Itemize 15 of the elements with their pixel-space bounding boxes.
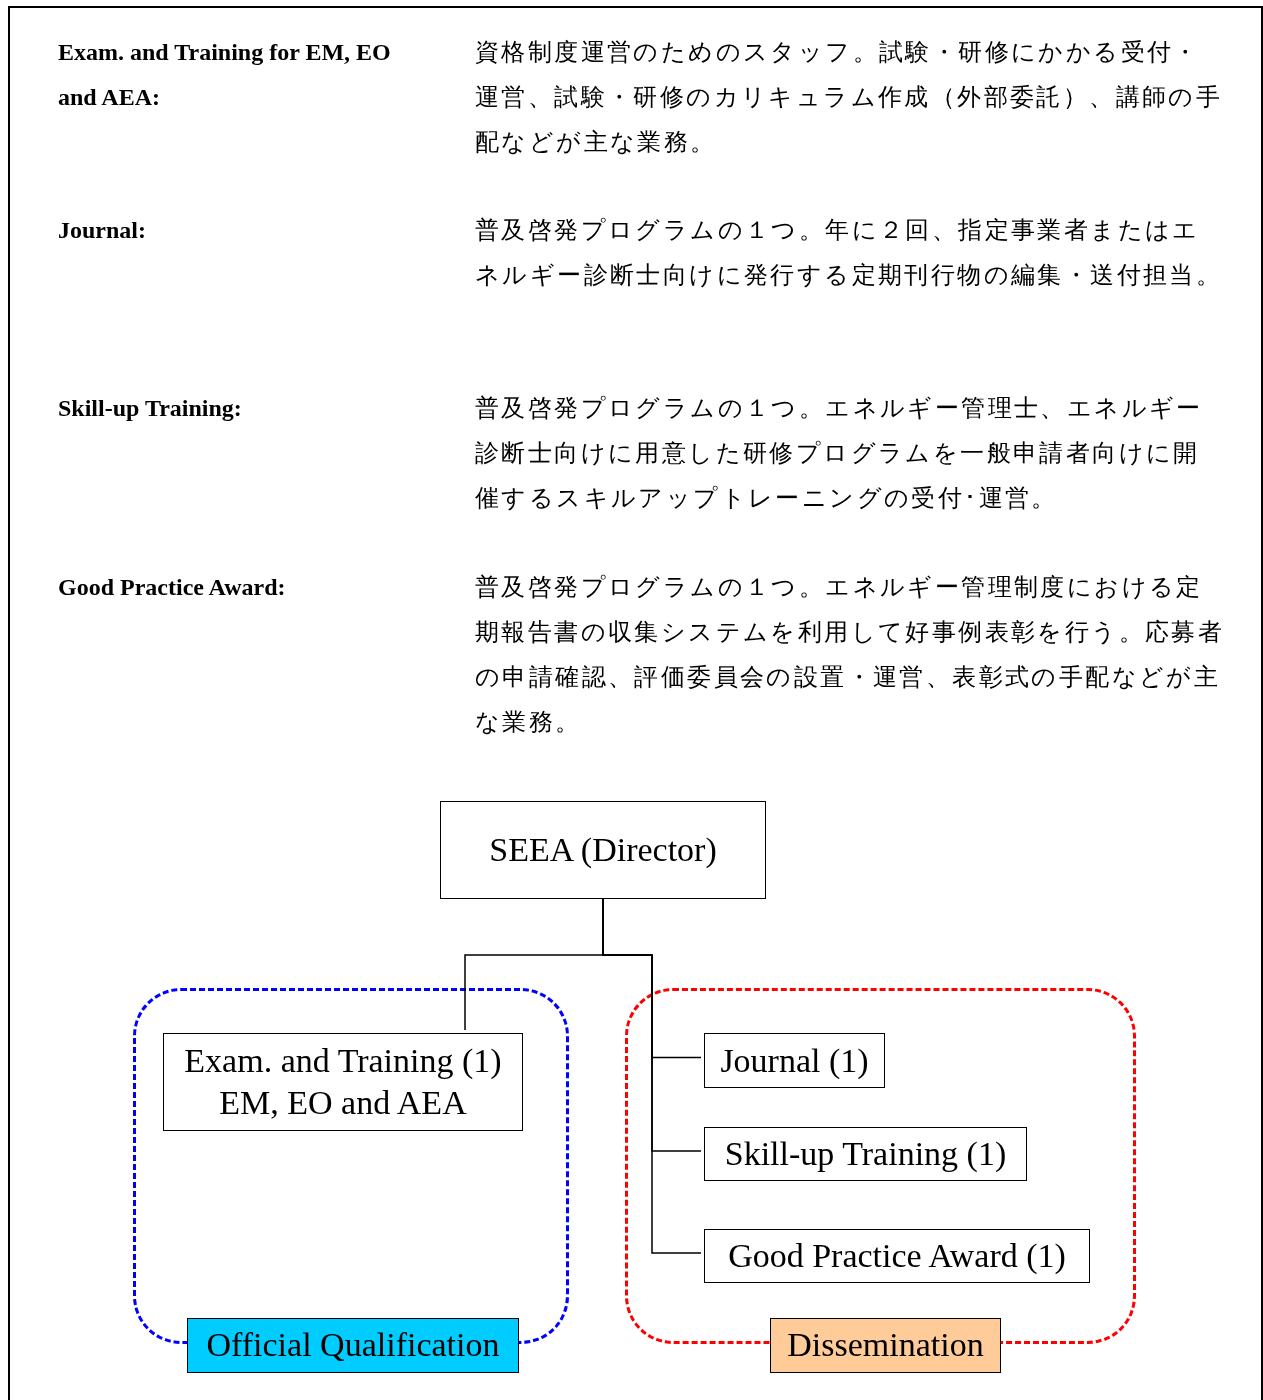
term-label: Skill-up Training: [58,394,243,423]
org-box: Skill-up Training (1) [704,1127,1027,1181]
term-label: Good Practice Award: [58,573,287,602]
term-label: Exam. and Training for EM, EO and AEA: [58,38,392,112]
description-text: 普及啓発プログラムの１つ。エネルギー管理士、エネルギー診断士向けに用意した研修プログラムを一般申請者向けに開催するスキルアップトレーニングの受付･運営。 [475,394,1204,513]
group-label: Official Qualification [187,1318,519,1373]
description-text: 資格制度運営のためのスタッフ。試験・研修にかかる受付・運営、試験・研修のカリキュラム作成（外部委託）、講師の手配などが主な業務。 [475,38,1224,157]
org-box: Exam. and Training (1) EM, EO and AEA [163,1033,523,1131]
term-label: Journal: [58,216,147,245]
description-text: 普及啓発プログラムの１つ。エネルギー管理制度における定期報告書の収集システムを利用して好事例表彰を行う。応募者の申請確認、評価委員会の設置・運営、表彰式の手配などが主な業務。 [475,573,1225,737]
org-box: Journal (1) [704,1033,885,1088]
group-label: Dissemination [770,1318,1001,1373]
org-box: SEEA (Director) [440,801,766,899]
org-box: Good Practice Award (1) [704,1229,1090,1283]
description-text: 普及啓発プログラムの１つ。年に２回、指定事業者またはエネルギー診断士向けに発行する定期刊行物の編集・送付担当。 [475,216,1224,290]
